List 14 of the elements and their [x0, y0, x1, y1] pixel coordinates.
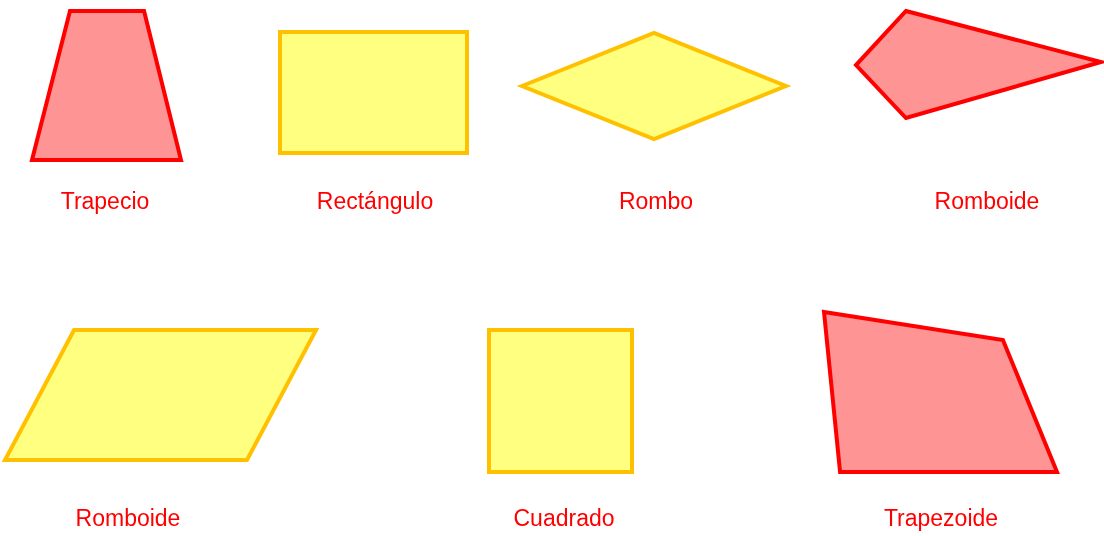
shape-name: Rectángulo — [316, 190, 434, 213]
shape-name: Trapezoide — [883, 507, 999, 530]
rhombus-shape — [516, 30, 792, 142]
shape-name: Trapecio — [60, 190, 150, 213]
parallelogram-shape — [1, 328, 320, 462]
shape-name: Cuadrado — [513, 507, 615, 530]
trapezium-shape — [29, 9, 184, 162]
rectangle-shape — [278, 30, 469, 155]
shape-name: Romboide — [75, 507, 181, 530]
square-shape — [487, 328, 634, 474]
trapezoid-shape — [821, 309, 1060, 474]
shape-name: Rombo — [618, 190, 694, 213]
shape-name: Romboide — [934, 190, 1040, 213]
kite-shape — [853, 8, 1104, 121]
